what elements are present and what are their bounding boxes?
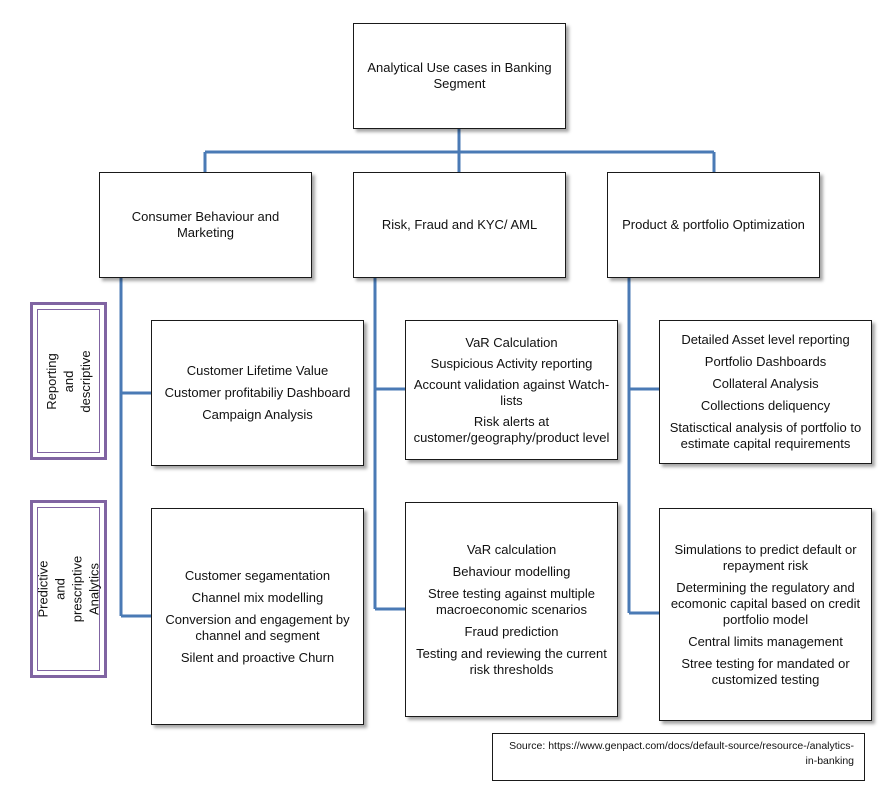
side-label-reporting: Reporting and descriptive: [30, 302, 107, 460]
list-item: Customer profitabiliy Dashboard: [164, 385, 351, 400]
list-item: Simulations to predict default or repaym…: [674, 541, 857, 573]
list-item: Stree testing against multiple macroecon…: [428, 585, 595, 617]
side-label-predictive: Predictive and prescriptive Analytics: [30, 500, 107, 678]
list-item: Statisctical analysis of portfolio to es…: [669, 420, 862, 451]
list-item: Central limits management: [688, 633, 843, 649]
list-item: Suspicious Activity reporting: [430, 355, 593, 371]
root-title: Analytical Use cases in Banking Segment: [367, 60, 552, 91]
category-title: Risk, Fraud and KYC/ AML: [381, 217, 538, 232]
predictive-product-box: Simulations to predict default or repaym…: [659, 508, 872, 721]
reporting-risk-box: VaR Calculation Suspicious Activity repo…: [405, 320, 618, 460]
list-item: Behaviour modelling: [452, 563, 571, 579]
list-item: Channel mix modelling: [191, 589, 324, 605]
predictive-consumer-box: Customer segamentation Channel mix model…: [151, 508, 364, 725]
source-note: Source: https://www.genpact.com/docs/def…: [492, 733, 865, 781]
reporting-consumer-box: Customer Lifetime Value Customer profita…: [151, 320, 364, 466]
reporting-product-box: Detailed Asset level reporting Portfolio…: [659, 320, 872, 464]
reporting-product-list: Detailed Asset level reporting Portfolio…: [660, 332, 871, 452]
list-item: Stree testing for mandated or customized…: [681, 655, 850, 687]
list-item: Testing and reviewing the current risk t…: [416, 645, 607, 677]
category-risk-fraud: Risk, Fraud and KYC/ AML: [353, 172, 566, 278]
list-item: Silent and proactive Churn: [180, 649, 335, 665]
list-item: VaR calculation: [466, 541, 557, 557]
list-item: Collections deliquency: [700, 398, 831, 413]
reporting-risk-list: VaR Calculation Suspicious Activity repo…: [406, 335, 617, 446]
category-consumer-behaviour: Consumer Behaviour and Marketing: [99, 172, 312, 278]
list-item: Risk alerts at customer/geography/produc…: [413, 413, 610, 445]
list-item: Fraud prediction: [464, 623, 559, 639]
list-item: Customer Lifetime Value: [186, 363, 329, 378]
list-item: Account validation against Watch-lists: [413, 376, 610, 408]
root-node: Analytical Use cases in Banking Segment: [353, 23, 566, 129]
side-label-inner-border: [37, 309, 100, 453]
list-item: Customer segamentation: [184, 567, 331, 583]
list-item: Collateral Analysis: [712, 376, 819, 391]
list-item: Conversion and engagement by channel and…: [165, 611, 350, 643]
predictive-consumer-list: Customer segamentation Channel mix model…: [152, 568, 363, 666]
side-label-text: Predictive and prescriptive Analytics: [35, 555, 102, 623]
reporting-consumer-list: Customer Lifetime Value Customer profita…: [159, 363, 357, 423]
list-item: Detailed Asset level reporting: [681, 332, 850, 347]
predictive-risk-box: VaR calculation Behaviour modelling Stre…: [405, 502, 618, 717]
list-item: Determining the regulatory and ecomonic …: [670, 579, 861, 627]
predictive-risk-list: VaR calculation Behaviour modelling Stre…: [406, 542, 617, 678]
list-item: Campaign Analysis: [202, 407, 313, 422]
list-item: VaR Calculation: [465, 334, 558, 350]
side-label-text: Reporting and descriptive: [44, 349, 93, 413]
predictive-product-list: Simulations to predict default or repaym…: [660, 542, 871, 688]
side-label-inner-border: [37, 507, 100, 671]
category-title: Product & portfolio Optimization: [622, 217, 805, 232]
category-title: Consumer Behaviour and Marketing: [131, 209, 280, 240]
source-text: Source: https://www.genpact.com/docs/def…: [509, 740, 854, 767]
list-item: Portfolio Dashboards: [704, 354, 827, 369]
category-product-portfolio: Product & portfolio Optimization: [607, 172, 820, 278]
